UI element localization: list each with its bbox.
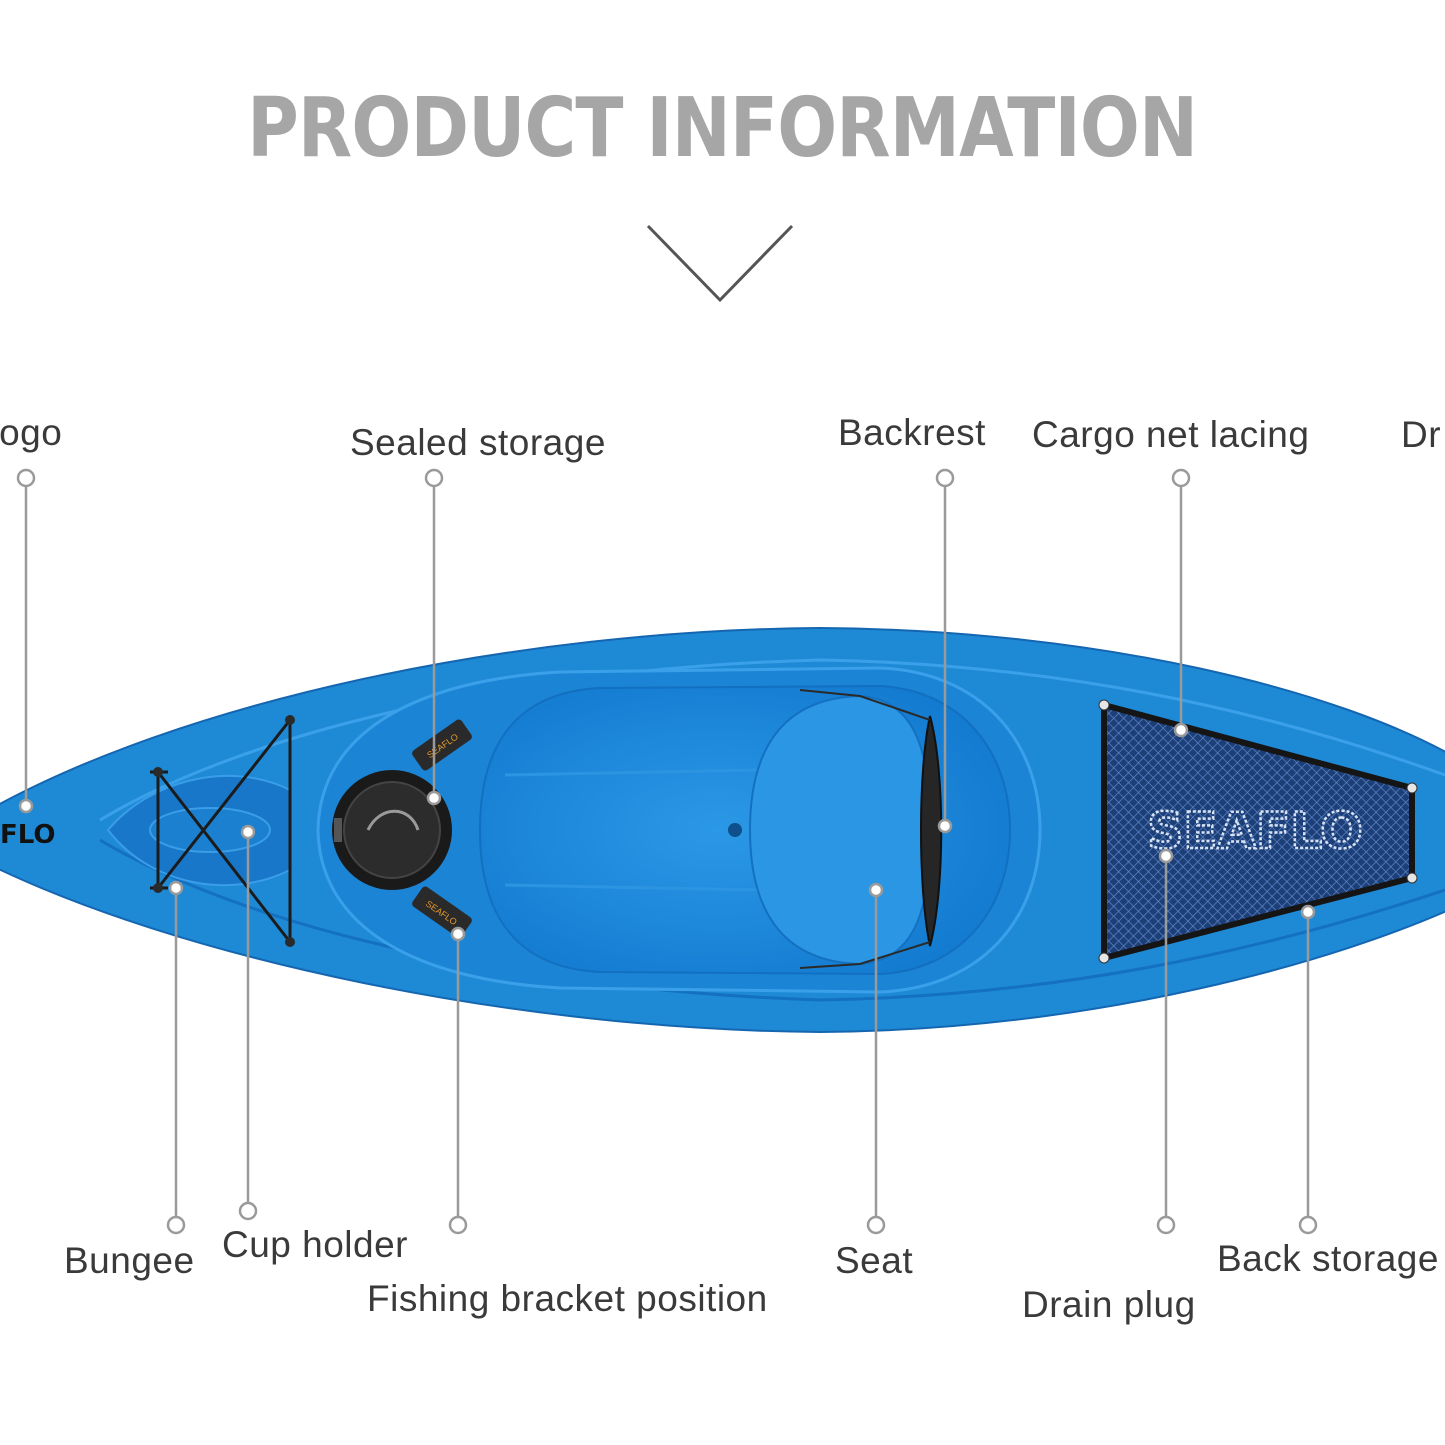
label-sealed-storage: Sealed storage (350, 422, 606, 463)
backrest (920, 715, 943, 947)
page-title: PRODUCT INFORMATION (247, 81, 1198, 176)
label-back-storage: Back storage (1217, 1238, 1439, 1279)
bow-logo: FLO (0, 820, 56, 850)
cup-holder (149, 807, 271, 853)
label-backrest: Backrest (838, 412, 986, 453)
label-fishing-bracket: Fishing bracket position (367, 1278, 768, 1319)
label-drain-top: Dr (1401, 414, 1442, 455)
label-bungee: Bungee (64, 1240, 195, 1281)
label-logo: Logo (0, 412, 63, 453)
label-cargo-net-lacing: Cargo net lacing (1032, 414, 1310, 455)
chevron-down-icon (646, 224, 794, 303)
seat (748, 694, 932, 966)
label-cup-holder: Cup holder (222, 1224, 409, 1265)
leader-lines (16, 468, 1318, 1235)
label-drain-plug: Drain plug (1022, 1284, 1196, 1325)
label-seat: Seat (835, 1240, 914, 1281)
sealed-storage-hatch (332, 770, 452, 890)
net-logo: SEAFLO (1147, 802, 1363, 860)
